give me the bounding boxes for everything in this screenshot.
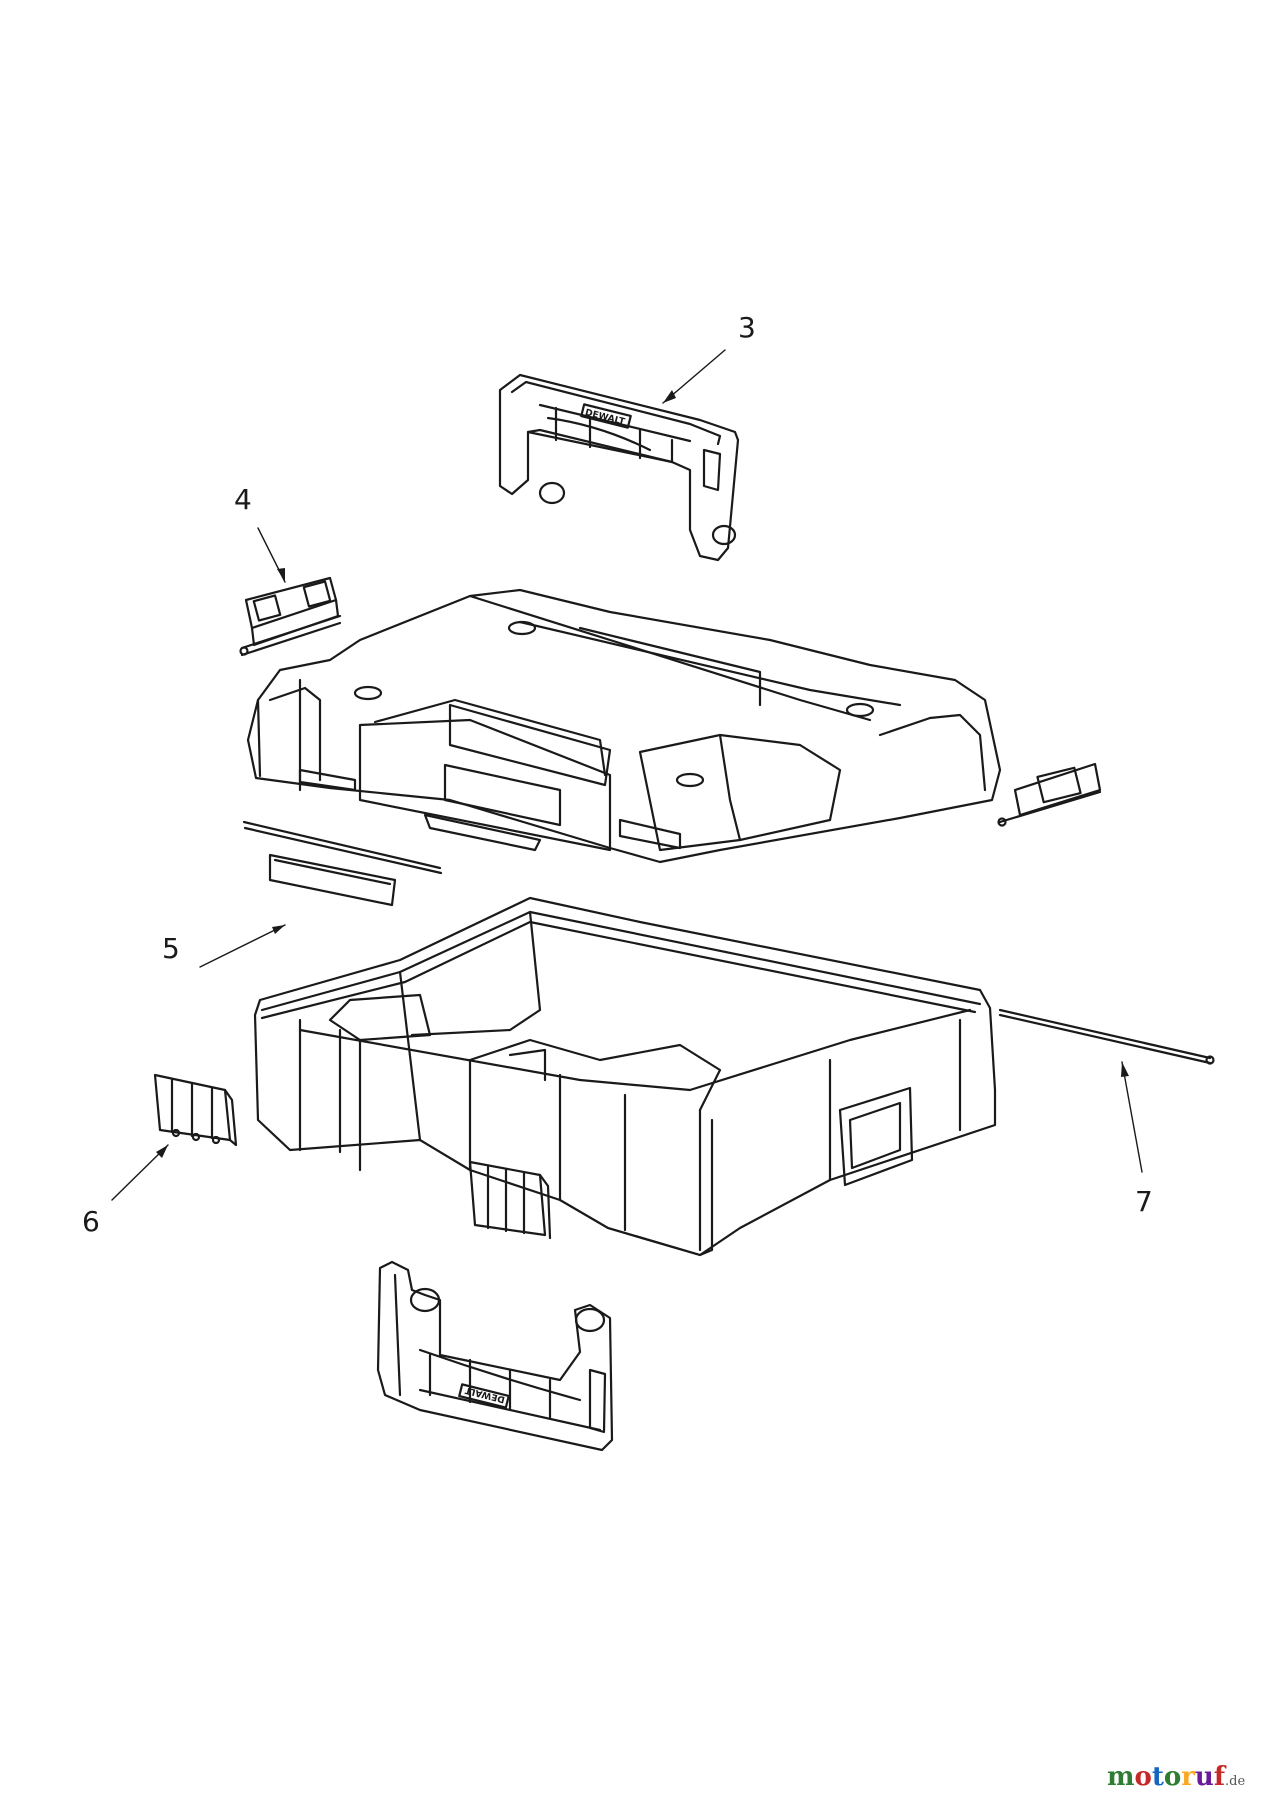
leader-arrowheads (156, 390, 1129, 1158)
clasp-part-6 (153, 1073, 238, 1147)
leader-lines (111, 349, 1143, 1201)
watermark-letter: o (1134, 1762, 1152, 1792)
callout-5: 5 (162, 932, 180, 965)
hinge-pin-and-label-part-5 (242, 820, 443, 907)
hinge-latch-right (997, 762, 1102, 827)
lower-handle (376, 1260, 614, 1452)
watermark-letter: u (1194, 1762, 1214, 1792)
watermark-letter: r (1181, 1762, 1195, 1792)
leader-5 (199, 924, 286, 968)
hinge-latch-part-4 (239, 576, 342, 657)
watermark-letter: t (1151, 1762, 1164, 1792)
dewalt-logo-upper (580, 403, 632, 429)
leader-7 (1121, 1061, 1143, 1173)
dewalt-logo-lower (458, 1383, 510, 1409)
hinge-rod-part-7 (998, 1008, 1215, 1065)
watermark-letters: motoruf (1107, 1762, 1225, 1792)
watermark-suffix: .de (1225, 1774, 1246, 1789)
case-lid (246, 588, 1002, 864)
case-base (253, 896, 997, 1257)
watermark-letter: m (1107, 1762, 1135, 1792)
upper-handle-part-3 (498, 373, 740, 562)
callout-7: 7 (1135, 1185, 1153, 1218)
watermark-letter: f (1213, 1762, 1226, 1792)
watermark-letter: o (1163, 1762, 1182, 1792)
callout-6: 6 (82, 1205, 100, 1238)
callout-3: 3 (738, 311, 756, 344)
motoruf-watermark: motoruf.de (1107, 1762, 1245, 1792)
clasp-center (468, 1160, 552, 1240)
callout-4: 4 (234, 483, 252, 516)
